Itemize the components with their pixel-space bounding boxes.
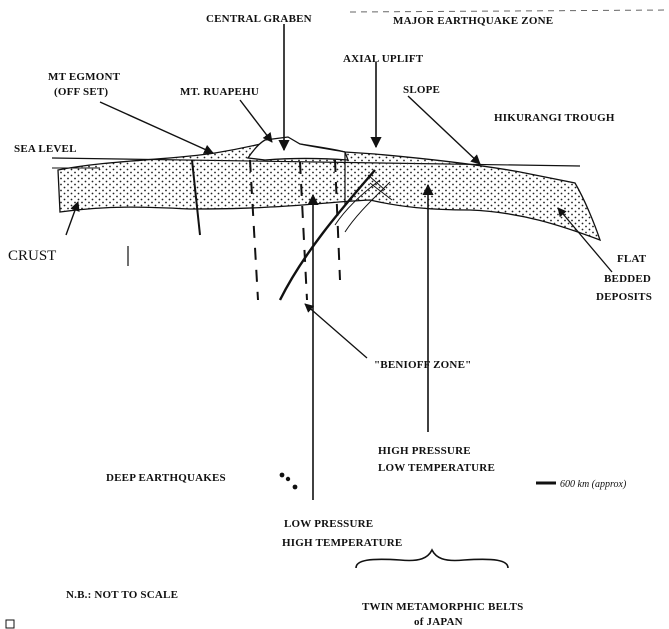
label-mt-ruapehu: MT. RUAPEHU [180, 86, 259, 98]
label-sea-level: SEA LEVEL [14, 143, 77, 155]
label-central-graben: CENTRAL GRABEN [206, 13, 312, 25]
label-low-temperature: LOW TEMPERATURE [378, 462, 495, 474]
label-crust: CRUST [8, 248, 56, 264]
label-not-to-scale: N.B.: NOT TO SCALE [66, 589, 178, 601]
label-axial-uplift: AXIAL UPLIFT [343, 53, 424, 65]
label-slope: SLOPE [403, 84, 440, 96]
label-hikurangi-trough: HIKURANGI TROUGH [494, 112, 615, 124]
label-benioff-zone: "BENIOFF ZONE" [374, 359, 471, 371]
label-high-pressure: HIGH PRESSURE [378, 445, 471, 457]
ruapehu-mound [248, 137, 348, 160]
label-deposits: DEPOSITS [596, 291, 652, 303]
earthquake-dot-2 [286, 477, 290, 481]
label-deep-earthquakes: DEEP EARTHQUAKES [106, 472, 226, 484]
earthquake-dot-3 [293, 485, 298, 490]
mt-ruapehu-arrow [240, 100, 272, 142]
label-twin-metamorphic-belts: TWIN METAMORPHIC BELTS [362, 601, 523, 613]
earthquake-dot-1 [280, 473, 285, 478]
label-scale: 600 km (approx) [560, 479, 627, 490]
footnote-box [6, 620, 14, 628]
label-mt-egmont-offset: (OFF SET) [54, 86, 108, 98]
label-flat: FLAT [617, 253, 647, 265]
slope-arrow [408, 96, 480, 164]
twin-belts-brace [356, 550, 508, 568]
label-low-pressure: LOW PRESSURE [284, 518, 373, 530]
label-mt-egmont: MT EGMONT [48, 71, 121, 83]
top-dashed-border [350, 10, 669, 12]
mt-egmont-arrow [100, 102, 213, 153]
label-major-earthquake-zone: MAJOR EARTHQUAKE ZONE [393, 15, 553, 27]
label-of-japan: of JAPAN [414, 616, 463, 628]
label-bedded: BEDDED [604, 273, 651, 285]
benioff-zone-arrow [305, 304, 367, 358]
label-high-temperature: HIGH TEMPERATURE [282, 537, 402, 549]
